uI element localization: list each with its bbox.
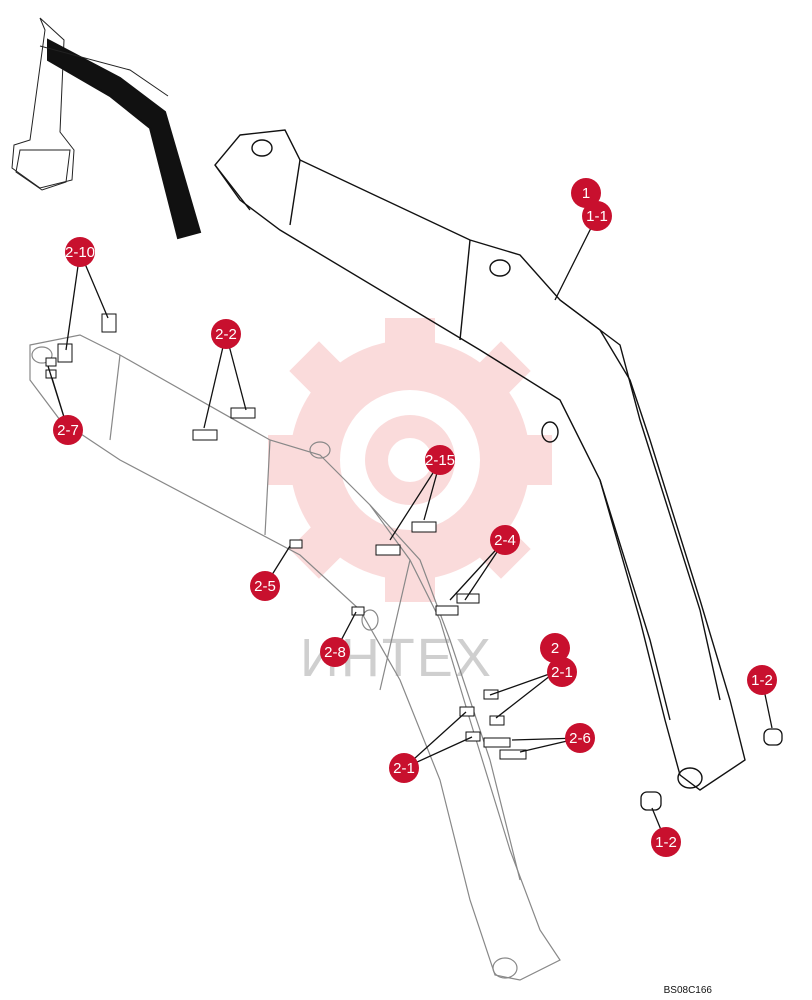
svg-text:2-1: 2-1	[551, 664, 573, 681]
bushing-parts	[640, 728, 783, 811]
callout-2-10: 2-10	[65, 237, 95, 267]
callout-1: 1	[571, 178, 601, 208]
watermark-gear-icon	[268, 318, 552, 602]
svg-text:1-2: 1-2	[751, 672, 773, 689]
svg-text:1: 1	[582, 185, 590, 202]
excavator-inset	[11, 17, 202, 240]
callout-2-2: 2-2	[211, 319, 241, 349]
svg-text:2-4: 2-4	[494, 532, 516, 549]
svg-text:2: 2	[551, 640, 559, 657]
svg-text:2-6: 2-6	[569, 730, 591, 747]
svg-text:2-8: 2-8	[324, 644, 346, 661]
svg-text:2-7: 2-7	[57, 422, 79, 439]
callouts: 1 1-1 2-10 2-2 2-7 2-15 2-4 2-5	[53, 178, 777, 857]
callout-2-6: 2-6	[565, 723, 595, 753]
callout-2-8: 2-8	[320, 637, 350, 667]
boom-faded	[29, 334, 561, 981]
svg-text:2-10: 2-10	[65, 244, 95, 261]
callout-2: 2	[540, 633, 570, 663]
callout-2-4: 2-4	[490, 525, 520, 555]
callout-1-2-right: 1-2	[747, 665, 777, 695]
callout-1-2-bottom: 1-2	[651, 827, 681, 857]
svg-text:1-2: 1-2	[655, 834, 677, 851]
callout-2-1-lower: 2-1	[389, 753, 419, 783]
drawing-code: BS08C166	[663, 985, 712, 996]
callout-1-1: 1-1	[582, 201, 612, 231]
callout-2-7: 2-7	[53, 415, 83, 445]
callout-2-15: 2-15	[425, 445, 455, 475]
callout-2-5: 2-5	[250, 571, 280, 601]
callout-2-1-upper: 2-1	[547, 657, 577, 687]
svg-text:2-1: 2-1	[393, 760, 415, 777]
svg-text:2-2: 2-2	[215, 326, 237, 343]
svg-text:2-5: 2-5	[254, 578, 276, 595]
svg-text:1-1: 1-1	[586, 208, 608, 225]
boom-main	[214, 129, 746, 791]
svg-text:2-15: 2-15	[425, 452, 455, 469]
